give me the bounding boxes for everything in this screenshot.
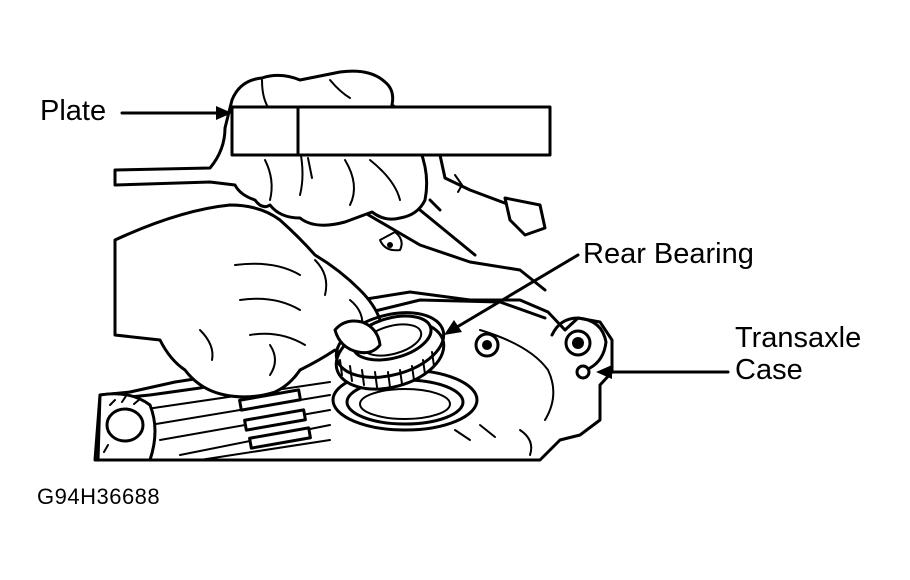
plate	[230, 105, 552, 157]
transaxle-case-label-line1: Transaxle	[735, 322, 862, 354]
rear-bearing-label: Rear Bearing	[583, 238, 754, 270]
bracket-wire	[418, 153, 547, 257]
plate-label: Plate	[40, 95, 107, 127]
figure-code: G94H36688	[37, 484, 161, 509]
callout-leaders	[120, 106, 730, 379]
transaxle-case-label: Transaxle Case	[735, 322, 861, 386]
transaxle-case-label-line2: Case	[735, 354, 803, 386]
rear-bearing	[333, 311, 446, 391]
